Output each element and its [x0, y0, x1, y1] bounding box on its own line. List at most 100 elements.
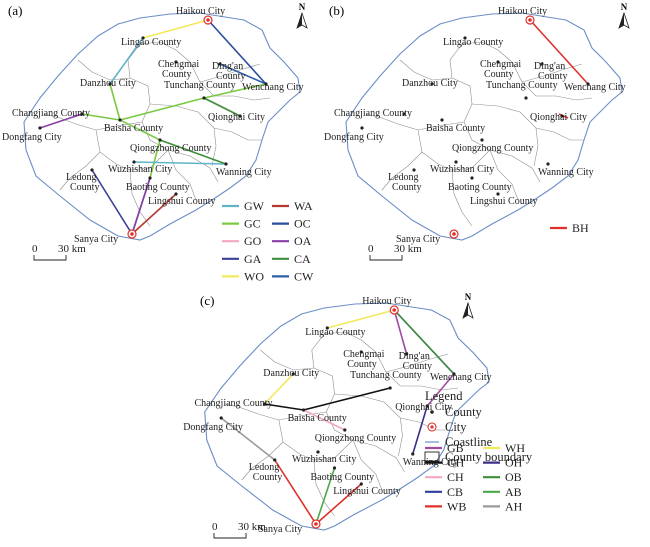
- legend-label-ah: AH: [505, 499, 523, 513]
- county-dot: [359, 350, 363, 354]
- place-label-tunchang-county: Tunchang County: [486, 80, 558, 91]
- county-dot: [158, 138, 162, 142]
- county-dot: [332, 466, 337, 470]
- connection-ca: [203, 97, 241, 117]
- scale-bar: [213, 533, 247, 539]
- county-dot: [224, 162, 228, 166]
- scale-bar: [33, 255, 67, 261]
- legend-county-dot: [430, 410, 434, 414]
- place-label-lingshui-county: Lingshui County: [148, 196, 216, 207]
- connection-oa: [39, 113, 83, 129]
- connection-gw: [109, 37, 144, 85]
- connection-gh: [303, 387, 391, 411]
- place-label-qiongzhong-county: Qiongzhong County: [452, 143, 533, 154]
- county-dot: [262, 402, 267, 406]
- county-dot: [405, 352, 409, 356]
- legend-label-ga: GA: [244, 252, 262, 266]
- place-label-danzhou-city: Danzhou City: [402, 78, 458, 89]
- county-dot: [174, 60, 178, 64]
- north-label: N: [299, 2, 306, 12]
- legend-label-wh: WH: [505, 441, 525, 455]
- county-dot: [238, 114, 242, 118]
- connection-wh: [263, 373, 294, 405]
- place-label-lingao-county: Lingao County: [305, 327, 365, 338]
- legend-label-gw: GW: [244, 199, 265, 213]
- scale-distance: 30 km: [58, 243, 86, 255]
- county-dot: [325, 326, 329, 330]
- north-arrow-icon: [296, 12, 308, 29]
- county-dot: [174, 192, 178, 196]
- place-label-baisha-county: Baisha County: [104, 123, 163, 134]
- county-dot: [219, 416, 223, 420]
- county-dot: [496, 192, 500, 196]
- place-label-qionghai-city: Qionghai City: [395, 402, 452, 413]
- place-label-tunchang-county: Tunchang County: [164, 80, 236, 91]
- place-label-sanya-city: Sanya City: [396, 234, 440, 245]
- place-label-changjiang-county: Changjiang County: [194, 398, 272, 409]
- place-label-wenchang-city: Wenchang City: [430, 372, 492, 383]
- legend-label-wa: WA: [294, 199, 313, 213]
- legend-symbol-coastline: Coastline: [445, 435, 493, 449]
- legend-label-oa: OA: [294, 234, 312, 248]
- north-arrow-icon: [462, 302, 474, 319]
- place-label-qiongzhong-county: Qiongzhong County: [315, 433, 396, 444]
- connection-oh: [412, 405, 428, 455]
- legend-label-ch: CH: [447, 470, 464, 484]
- county-dot: [264, 82, 268, 86]
- north-arrow-icon: [618, 12, 630, 29]
- place-label-dongfang-city: Dongfang City: [324, 132, 384, 143]
- place-label-lingshui-county: Lingshui County: [470, 196, 538, 207]
- place-label-lingao-county: Lingao County: [443, 37, 503, 48]
- county-dot: [302, 408, 306, 412]
- scale-bar: [369, 255, 403, 261]
- place-label-wuzhishan-city: Wuzhishan City: [108, 164, 172, 175]
- place-label-baoting-county: Baoting County: [448, 182, 512, 193]
- county-dot: [425, 404, 429, 408]
- county-dot: [360, 126, 364, 130]
- place-label-haikou-city: Haikou City: [176, 6, 225, 17]
- connection-gc: [203, 83, 267, 99]
- county-dot: [452, 372, 456, 376]
- county-dot: [546, 162, 550, 166]
- connection-gc: [149, 139, 161, 179]
- connection-ch: [303, 409, 346, 431]
- county-dot: [90, 168, 94, 172]
- connection-ab: [315, 467, 336, 525]
- connection-ob: [393, 309, 455, 375]
- county-dot: [359, 482, 363, 486]
- place-label-danzhou-city: Danzhou City: [263, 368, 319, 379]
- connection-wa: [131, 193, 177, 235]
- city-marker-core: [528, 18, 532, 22]
- county-dot: [412, 168, 416, 172]
- county-dot: [38, 126, 42, 130]
- place-label-baoting-county: Baoting County: [311, 472, 375, 483]
- county-dot: [202, 96, 206, 100]
- place-label-wenchang-city: Wenchang City: [242, 82, 304, 93]
- legend-label-gb: GB: [447, 441, 464, 455]
- connection-ah: [220, 417, 276, 461]
- connection-oa: [131, 177, 151, 235]
- panel-label-c: (c): [200, 293, 214, 308]
- county-dot: [132, 160, 136, 164]
- county-dot: [454, 160, 458, 164]
- connection-gw: [133, 161, 227, 165]
- connection-bh: [529, 19, 589, 85]
- legend-label-go: GO: [244, 234, 262, 248]
- place-label-tunchang-county: Tunchang County: [350, 370, 422, 381]
- north-label: N: [465, 292, 472, 302]
- place-label-lingshui-county: Lingshui County: [333, 486, 401, 497]
- scale-zero: 0: [212, 521, 218, 533]
- connection-gb: [426, 373, 455, 407]
- connection-wb: [315, 483, 362, 525]
- place-label-danzhou-city: Danzhou City: [80, 78, 136, 89]
- legend-label-oc: OC: [294, 217, 311, 231]
- county-dot: [470, 176, 474, 180]
- place-label-qionghai-city: Qionghai City: [530, 112, 587, 123]
- place-label-changjiang-county: Changjiang County: [12, 108, 90, 119]
